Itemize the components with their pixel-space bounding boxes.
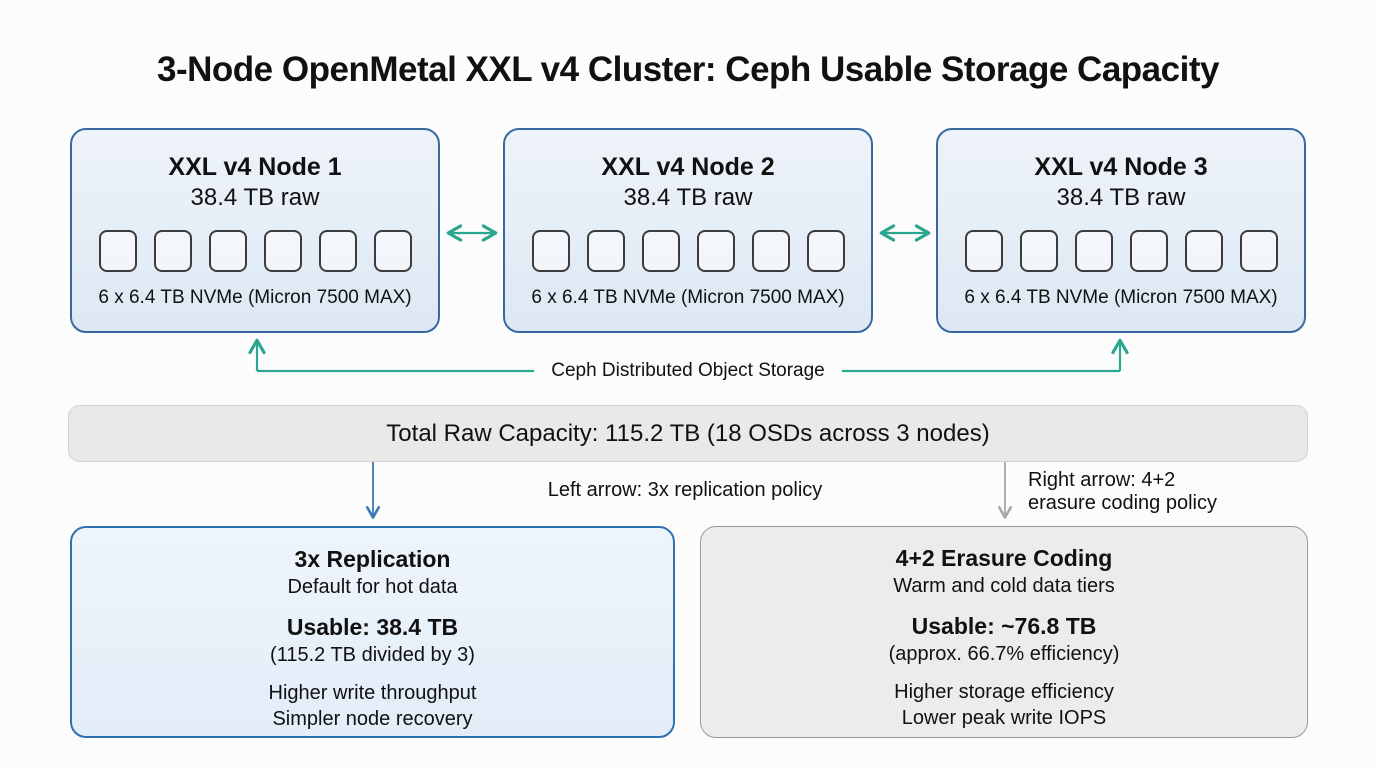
node-3-drive-row xyxy=(964,230,1278,272)
drive-icon xyxy=(586,230,625,272)
replication-arrow-label: Left arrow: 3x replication policy xyxy=(547,479,823,501)
erasure-usable-note: (approx. 66.7% efficiency) xyxy=(888,643,1120,665)
drive-icon xyxy=(1239,230,1278,272)
replication-usable: Usable: 38.4 TB xyxy=(286,614,459,640)
drive-icon xyxy=(1019,230,1058,272)
replication-benefit-1: Higher write throughput xyxy=(268,682,477,704)
drive-icon xyxy=(696,230,735,272)
total-raw-capacity-label: Total Raw Capacity: 115.2 TB (18 OSDs ac… xyxy=(386,419,990,447)
replication-policy-box: 3x Replication Default for hot data Usab… xyxy=(70,526,675,738)
node-3-drives-label: 6 x 6.4 TB NVMe (Micron 7500 MAX) xyxy=(964,287,1278,308)
node-2-raw-capacity: 38.4 TB raw xyxy=(623,184,753,211)
node-1-title: XXL v4 Node 1 xyxy=(168,153,342,181)
drive-icon xyxy=(1184,230,1223,272)
replication-title: 3x Replication xyxy=(294,546,451,572)
drive-icon xyxy=(373,230,412,272)
drive-icon xyxy=(806,230,845,272)
drive-icon xyxy=(98,230,137,272)
erasure-arrow-label: Right arrow: 4+2 erasure coding policy xyxy=(1028,469,1328,515)
erasure-benefit-1: Higher storage efficiency xyxy=(894,681,1114,703)
drive-icon xyxy=(153,230,192,272)
node-1-drive-row xyxy=(98,230,412,272)
drive-icon xyxy=(208,230,247,272)
node-2-title: XXL v4 Node 2 xyxy=(601,153,775,181)
node-box-1: XXL v4 Node 1 38.4 TB raw 6 x 6.4 TB NVM… xyxy=(70,128,440,333)
page-title: 3-Node OpenMetal XXL v4 Cluster: Ceph Us… xyxy=(157,50,1219,89)
node-1-raw-capacity: 38.4 TB raw xyxy=(190,184,320,211)
node-box-3: XXL v4 Node 3 38.4 TB raw 6 x 6.4 TB NVM… xyxy=(936,128,1306,333)
drive-icon xyxy=(1074,230,1113,272)
node-1-drives-label: 6 x 6.4 TB NVMe (Micron 7500 MAX) xyxy=(98,287,412,308)
node-box-2: XXL v4 Node 2 38.4 TB raw 6 x 6.4 TB NVM… xyxy=(503,128,873,333)
erasure-coding-policy-box: 4+2 Erasure Coding Warm and cold data ti… xyxy=(700,526,1308,738)
drive-icon xyxy=(1129,230,1168,272)
drive-icon xyxy=(263,230,302,272)
node-3-raw-capacity: 38.4 TB raw xyxy=(1056,184,1186,211)
replication-subtitle: Default for hot data xyxy=(287,576,458,598)
replication-usable-note: (115.2 TB divided by 3) xyxy=(270,644,475,666)
erasure-arrow-label-line1: Right arrow: 4+2 xyxy=(1028,469,1176,491)
drive-icon xyxy=(751,230,790,272)
erasure-title: 4+2 Erasure Coding xyxy=(895,545,1113,571)
drive-icon xyxy=(531,230,570,272)
drive-icon xyxy=(964,230,1003,272)
erasure-subtitle: Warm and cold data tiers xyxy=(893,575,1115,597)
ceph-connector-label: Ceph Distributed Object Storage xyxy=(551,360,825,381)
drive-icon xyxy=(318,230,357,272)
erasure-usable: Usable: ~76.8 TB xyxy=(911,613,1097,639)
replication-benefit-2: Simpler node recovery xyxy=(272,708,473,730)
node-2-drive-row xyxy=(531,230,845,272)
erasure-benefit-2: Lower peak write IOPS xyxy=(901,707,1107,729)
erasure-arrow-label-line2: erasure coding policy xyxy=(1028,492,1217,514)
node-2-drives-label: 6 x 6.4 TB NVMe (Micron 7500 MAX) xyxy=(531,287,845,308)
total-raw-capacity-bar: Total Raw Capacity: 115.2 TB (18 OSDs ac… xyxy=(68,405,1308,462)
node-3-title: XXL v4 Node 3 xyxy=(1034,153,1208,181)
drive-icon xyxy=(641,230,680,272)
